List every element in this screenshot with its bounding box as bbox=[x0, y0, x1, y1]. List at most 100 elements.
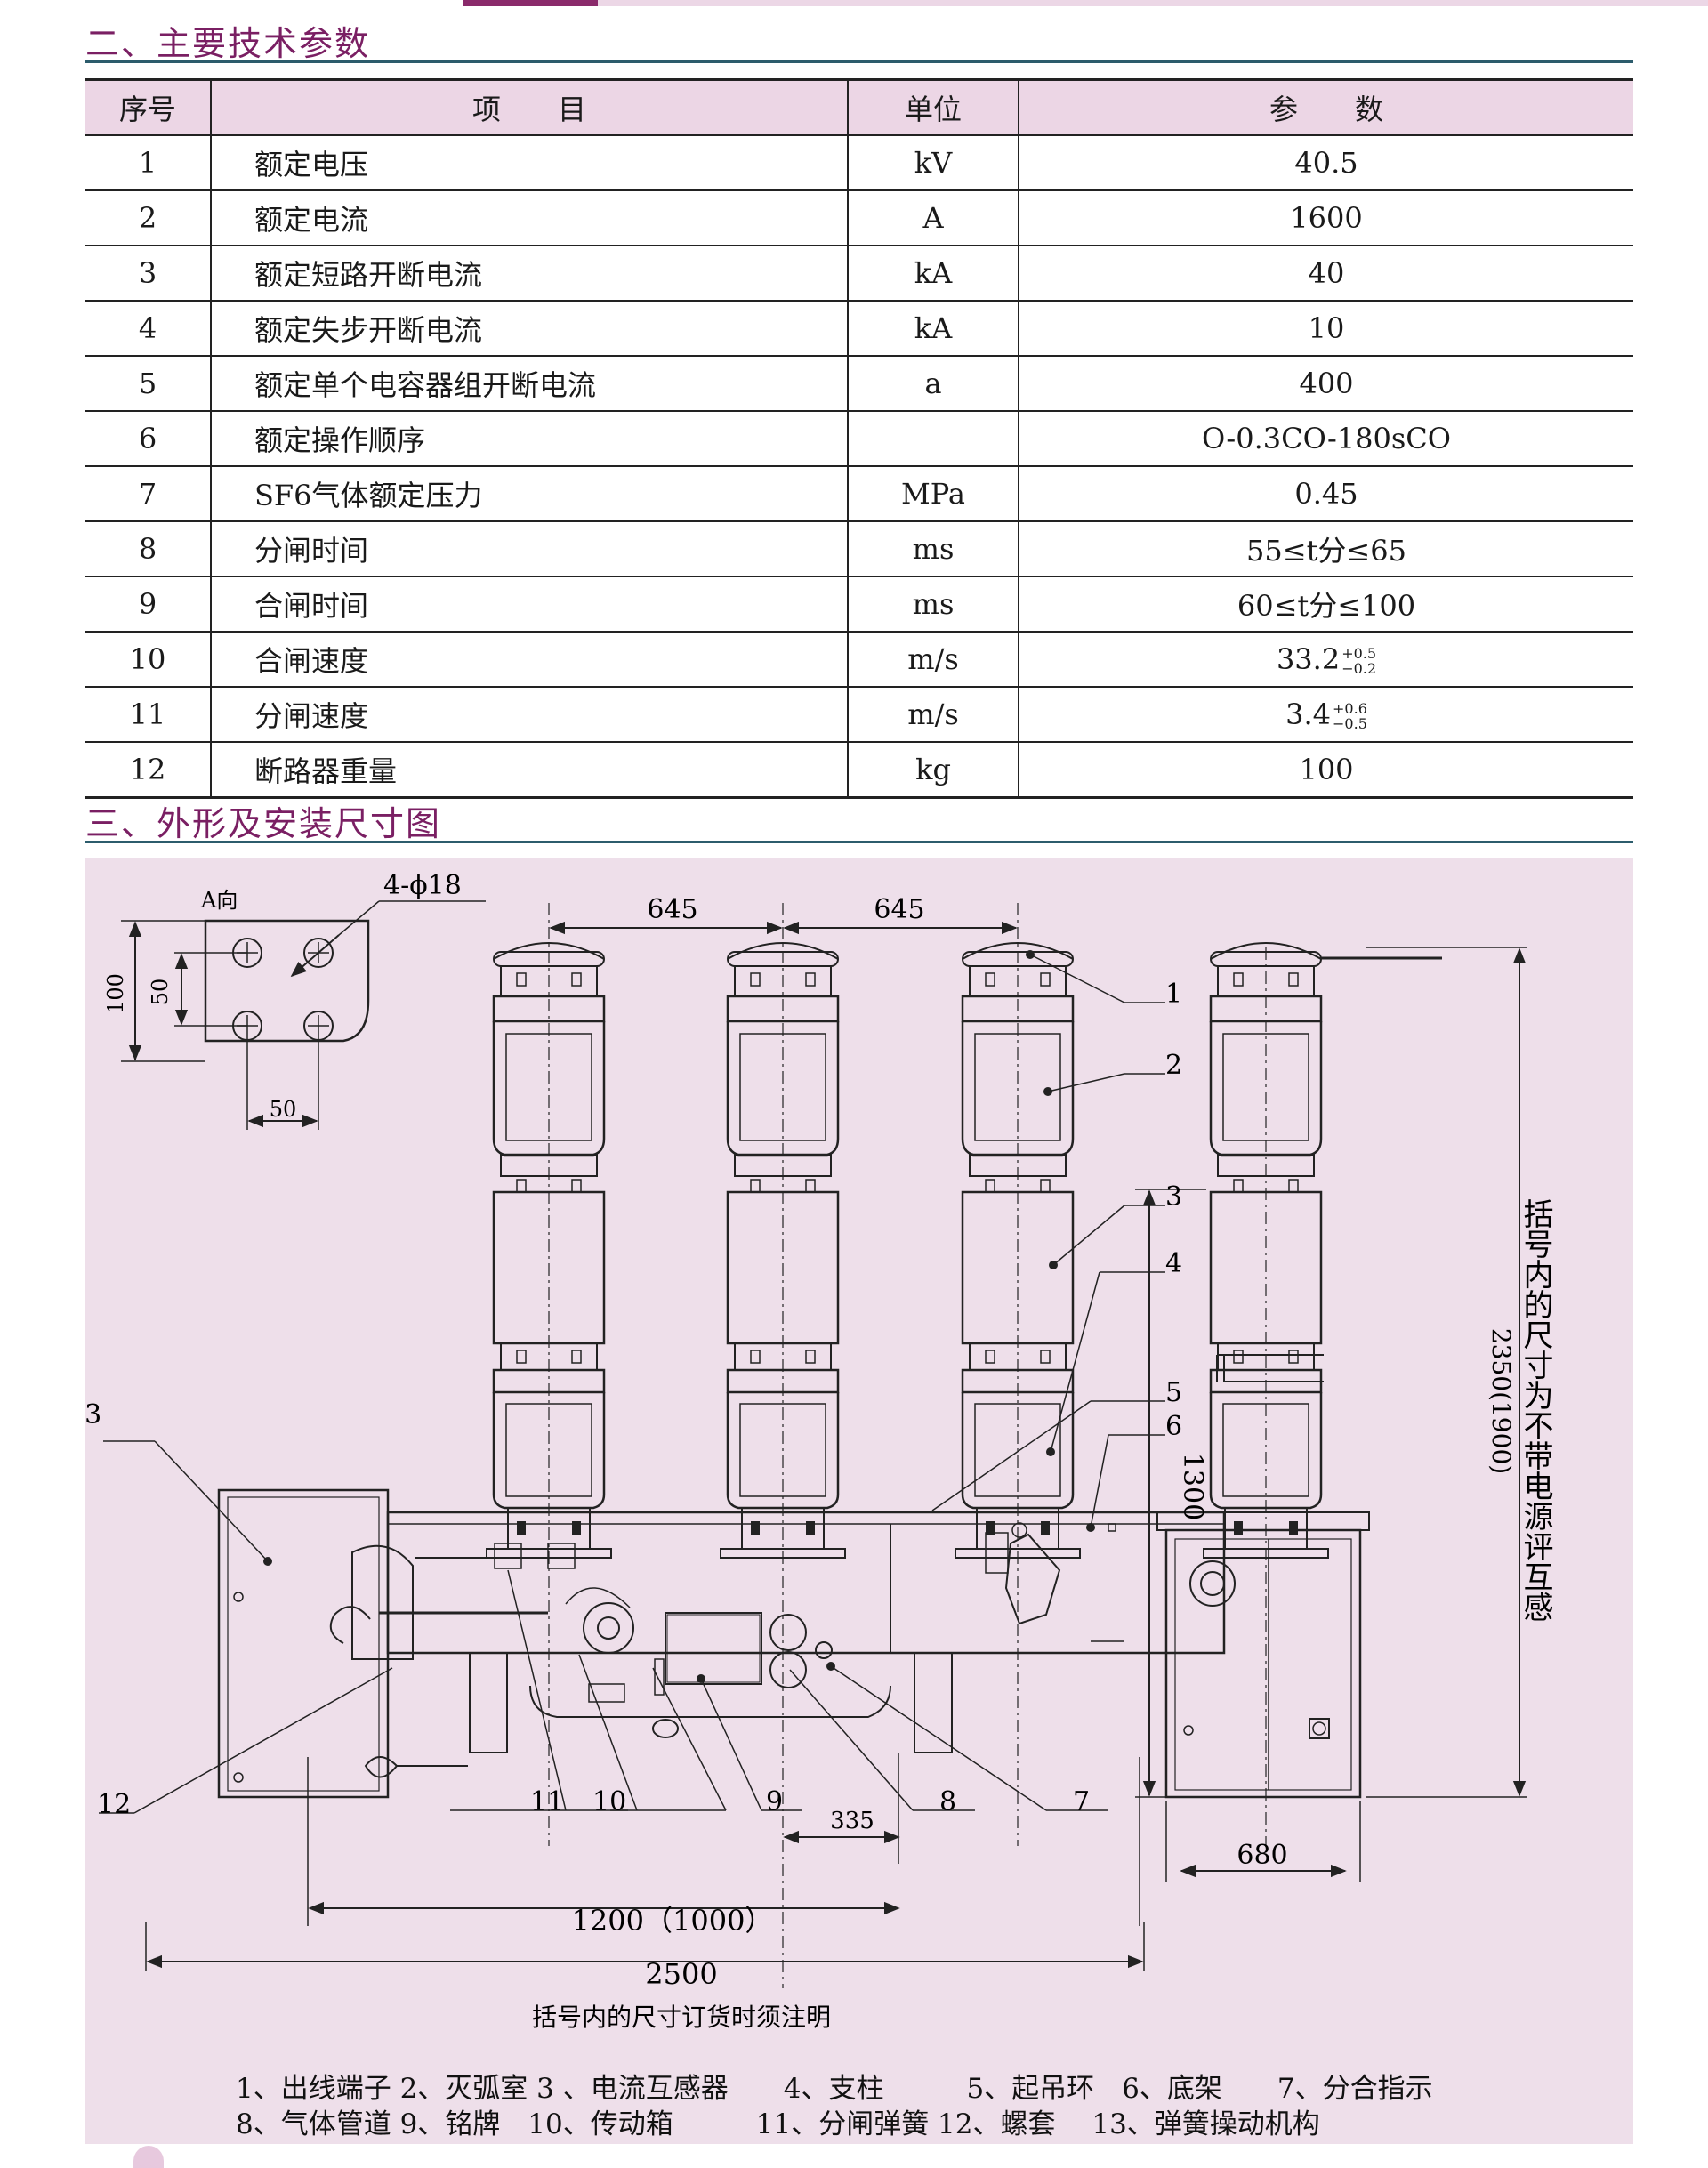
cell-value: 0.45 bbox=[1018, 466, 1633, 522]
cell-item: 额定短路开断电流 bbox=[210, 246, 848, 302]
top-accent-bar bbox=[463, 0, 598, 6]
cell-no: 9 bbox=[85, 576, 211, 633]
cell-value: 55≤t分≤65 bbox=[1018, 521, 1633, 577]
cell-value: 40.5 bbox=[1018, 135, 1633, 191]
holes-label: 4-ϕ18 bbox=[383, 870, 462, 901]
dim-645-right: 645 bbox=[874, 894, 924, 925]
legend-line-1: 1、出线端子 2、灭弧室 3 、电流互感器 4、支柱 5、起吊环 6、底架 7、… bbox=[236, 2073, 1433, 2105]
callout-6: 6 bbox=[1165, 1411, 1182, 1442]
cell-value-text: 60≤t分≤100 bbox=[1237, 589, 1416, 623]
cell-value: 10 bbox=[1018, 301, 1633, 357]
dim-645-left: 645 bbox=[647, 894, 697, 925]
cell-value-text: O-0.3CO-180sCO bbox=[1201, 422, 1452, 455]
cell-unit: a bbox=[847, 356, 1019, 412]
cell-no-text: 6 bbox=[138, 422, 157, 455]
cell-unit-text: kA bbox=[914, 311, 953, 345]
callout-9: 9 bbox=[766, 1786, 783, 1817]
cell-item-text: 额定操作顺序 bbox=[254, 423, 426, 457]
callout-1: 1 bbox=[1165, 979, 1182, 1010]
callout-7: 7 bbox=[1073, 1786, 1090, 1817]
section2-title: 二、主要技术参数 bbox=[85, 24, 371, 63]
table-row: 11 分闸速度 m/s 3.4+0.6−0.5 bbox=[85, 687, 1633, 743]
cell-unit-text: kA bbox=[914, 256, 953, 290]
cell-value-text: 40 bbox=[1308, 256, 1345, 290]
cell-item: 合闸时间 bbox=[210, 576, 848, 633]
cell-item: 分闸速度 bbox=[210, 687, 848, 743]
cell-no: 5 bbox=[85, 356, 211, 412]
cell-unit: kA bbox=[847, 301, 1019, 357]
cell-no-text: 11 bbox=[129, 697, 166, 731]
bottom-note: 括号内的尺寸订货时须注明 bbox=[532, 2003, 831, 2032]
a-view-label: A向 bbox=[200, 888, 238, 913]
cell-value: 33.2+0.5−0.2 bbox=[1018, 632, 1633, 688]
cell-unit: m/s bbox=[847, 632, 1019, 688]
callout-4: 4 bbox=[1165, 1248, 1182, 1279]
cell-no-text: 9 bbox=[138, 587, 157, 621]
cell-value-text: 40.5 bbox=[1294, 146, 1358, 180]
cell-value: 40 bbox=[1018, 246, 1633, 302]
dim-335: 335 bbox=[830, 1808, 874, 1834]
cell-unit-text: m/s bbox=[907, 697, 959, 731]
cell-item-text: 断路器重量 bbox=[254, 754, 398, 788]
cell-no-text: 4 bbox=[138, 311, 157, 345]
section3-title: 三、外形及安装尺寸图 bbox=[85, 804, 442, 843]
cell-value: O-0.3CO-180sCO bbox=[1018, 411, 1633, 467]
cell-unit-text: MPa bbox=[901, 477, 965, 511]
cell-unit: kg bbox=[847, 742, 1019, 799]
callout-5: 5 bbox=[1165, 1377, 1182, 1408]
cell-no: 4 bbox=[85, 301, 211, 357]
cell-unit-text: A bbox=[922, 201, 944, 235]
mechanism-frame bbox=[217, 1488, 1226, 1799]
page-corner-mark bbox=[133, 2146, 164, 2168]
cell-value-text: 55≤t分≤65 bbox=[1246, 534, 1406, 568]
header-item: 项 目 bbox=[210, 78, 848, 136]
legend-line-2: 8、气体管道 9、铭牌 10、传动箱 11、分闸弹簧 12、螺套 13、弹簧操动… bbox=[236, 2108, 1320, 2140]
cell-no: 7 bbox=[85, 466, 211, 522]
leader-lines bbox=[99, 954, 1165, 1814]
cell-no: 11 bbox=[85, 687, 211, 743]
drawing-svg: A向 4-ϕ18 100 50 50 645 645 bbox=[85, 870, 1553, 2032]
cell-no-text: 8 bbox=[138, 532, 157, 566]
cell-item-text: 分闸速度 bbox=[254, 699, 369, 733]
pole-side bbox=[1202, 941, 1330, 1560]
table-row: 7 SF6气体额定压力 MPa 0.45 bbox=[85, 466, 1633, 522]
cell-no-text: 2 bbox=[138, 201, 157, 235]
callout-labels: 12345678910111213 bbox=[85, 979, 1182, 1820]
cell-unit: A bbox=[847, 190, 1019, 246]
dim-lines bbox=[145, 947, 1527, 1971]
cell-value-text: 1600 bbox=[1290, 201, 1363, 235]
cell-no: 2 bbox=[85, 190, 211, 246]
callout-3: 3 bbox=[1165, 1181, 1182, 1213]
tolerance-upper: +0.5 bbox=[1341, 645, 1377, 663]
cell-item: SF6气体额定压力 bbox=[210, 466, 848, 522]
tolerance-lower: −0.2 bbox=[1341, 660, 1377, 678]
tolerance-upper: +0.6 bbox=[1333, 700, 1367, 718]
cell-unit: m/s bbox=[847, 687, 1019, 743]
cell-no-text: 12 bbox=[129, 753, 166, 786]
cell-item: 分闸时间 bbox=[210, 521, 848, 577]
cell-value-text: 400 bbox=[1299, 367, 1354, 400]
cell-item: 额定失步开断电流 bbox=[210, 301, 848, 357]
cell-no: 12 bbox=[85, 742, 211, 799]
cell-no: 8 bbox=[85, 521, 211, 577]
cell-unit: kA bbox=[847, 246, 1019, 302]
callout-dots bbox=[263, 950, 1095, 1683]
cell-item-text: 额定单个电容器组开断电流 bbox=[254, 368, 597, 402]
cell-unit bbox=[847, 411, 1019, 467]
cell-value-text: 3.4 bbox=[1285, 697, 1332, 731]
cell-value: 400 bbox=[1018, 356, 1633, 412]
cell-value-text: 10 bbox=[1308, 311, 1345, 345]
cell-no: 10 bbox=[85, 632, 211, 688]
top-band bbox=[598, 0, 1708, 6]
cell-no: 1 bbox=[85, 135, 211, 191]
cell-unit: ms bbox=[847, 576, 1019, 633]
cell-value: 60≤t分≤100 bbox=[1018, 576, 1633, 633]
cell-item-text: SF6气体额定压力 bbox=[254, 479, 483, 512]
section2-rule bbox=[85, 60, 1633, 63]
tolerance-lower: −0.5 bbox=[1333, 715, 1367, 733]
dim-680: 680 bbox=[1237, 1840, 1287, 1871]
